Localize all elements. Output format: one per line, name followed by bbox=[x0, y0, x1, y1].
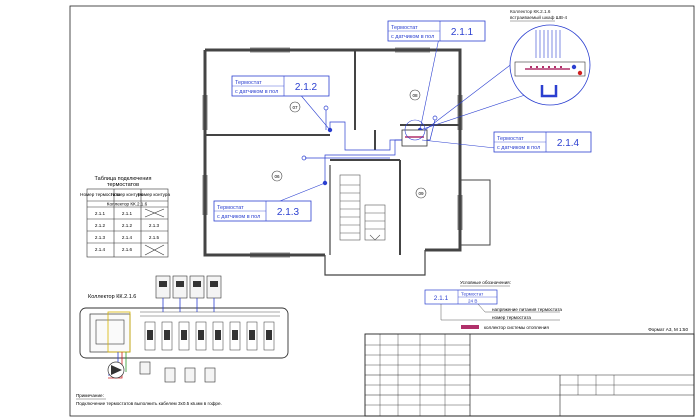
note: Примечание: Подключение термостатов выпо… bbox=[76, 393, 222, 406]
table-header: Номер термостата bbox=[80, 192, 120, 197]
legend-sample-voltage: 24 В bbox=[468, 299, 477, 304]
table-cell: 2.1.2 bbox=[95, 223, 106, 228]
floor-sensor-icon bbox=[323, 105, 329, 111]
callout-title: Термостат bbox=[235, 80, 262, 86]
legend-item-collector: коллектор системы отопления bbox=[484, 325, 549, 330]
legend-sample-title: Термостат bbox=[461, 292, 484, 297]
table-cell: 2.1.3 bbox=[149, 223, 160, 228]
note-text: Подключение термостатов выполнить кабеле… bbox=[76, 401, 222, 406]
room-marker bbox=[409, 89, 421, 101]
room-label: 07 bbox=[292, 105, 298, 110]
table-subheader: Коллектор КК.2.1.6 bbox=[107, 202, 148, 207]
callout-title: Термостат bbox=[217, 205, 244, 211]
sheet-format: Формат А3, М 1:50 bbox=[648, 327, 688, 332]
callout-number: 2.1.2 bbox=[295, 82, 318, 93]
callout-number: 2.1.3 bbox=[277, 207, 300, 218]
legend-item-number: номер термостата bbox=[492, 315, 531, 320]
panel-label: Коллектор КК.2.1.6 bbox=[88, 294, 136, 300]
collector-detail: Коллектор КК.2.1.6 встраиваемый шкаф ШВ-… bbox=[509, 9, 591, 106]
collector-note-line2: встраиваемый шкаф ШВ-4 bbox=[510, 14, 567, 20]
legend-item-voltage: напряжение питания термостата bbox=[492, 307, 562, 312]
callout-subtitle: с датчиком в пол bbox=[497, 145, 540, 151]
room-label: 09 bbox=[418, 191, 424, 196]
table-title-line1: Таблица подключения bbox=[95, 176, 152, 182]
table-cell: 2.1.2 bbox=[122, 223, 133, 228]
collector-cabinet bbox=[401, 119, 428, 147]
table-cell: 2.1.6 bbox=[122, 247, 133, 252]
legend-title: Условные обозначения: bbox=[460, 280, 511, 285]
table-header: Номер контура bbox=[138, 192, 171, 197]
room-label: 08 bbox=[412, 93, 418, 98]
callout-subtitle: с датчиком в пол bbox=[391, 34, 434, 40]
callout-2-1-1: Термостат с датчиком в пол 2.1.1 bbox=[387, 20, 486, 42]
table-cell: 2.1.1 bbox=[122, 211, 133, 216]
callout-subtitle: с датчиком в пол bbox=[235, 89, 278, 95]
title-block bbox=[364, 333, 695, 417]
callout-number: 2.1.1 bbox=[451, 27, 474, 38]
floor-plan bbox=[202, 47, 491, 276]
room-label: 06 bbox=[274, 174, 280, 179]
table-cell: 2.1.4 bbox=[122, 235, 133, 240]
table-cell: 2.1.1 bbox=[95, 211, 106, 216]
room-marker bbox=[271, 170, 283, 182]
table-cell: 2.1.5 bbox=[149, 235, 160, 240]
wiring-panel: Коллектор КК.2.1.6 bbox=[79, 275, 289, 383]
floor-sensor-icon bbox=[432, 115, 438, 121]
table-cell: 2.1.4 bbox=[95, 247, 106, 252]
callout-number: 2.1.4 bbox=[557, 138, 580, 149]
collector-note-line1: Коллектор КК.2.1.6 bbox=[510, 9, 551, 14]
room-marker bbox=[289, 101, 301, 113]
room-marker bbox=[415, 187, 427, 199]
legend-sample-number: 2.1.1 bbox=[434, 295, 449, 302]
room-markers: 07 08 06 09 bbox=[271, 89, 427, 199]
table-cell: 2.1.3 bbox=[95, 235, 106, 240]
callout-2-1-2: Термостат с датчиком в пол 2.1.2 bbox=[231, 75, 330, 97]
table-header: Номер контура bbox=[111, 192, 144, 197]
callout-2-1-4: Термостат с датчиком в пол 2.1.4 bbox=[493, 131, 592, 153]
callout-2-1-3: Термостат с датчиком в пол 2.1.3 bbox=[213, 200, 312, 222]
floor-sensor-icon bbox=[301, 155, 307, 161]
legend: Условные обозначения: 2.1.1 Термостат 24… bbox=[424, 280, 562, 330]
collector-legend-icon bbox=[461, 325, 479, 329]
connection-table: Таблица подключения термостатов Номер те… bbox=[80, 176, 171, 258]
note-title: Примечание: bbox=[76, 393, 104, 398]
thermostat-cables bbox=[305, 110, 436, 183]
callout-title: Термостат bbox=[497, 136, 524, 142]
callout-title: Термостат bbox=[391, 25, 418, 31]
table-title-line2: термостатов bbox=[107, 182, 139, 188]
callout-subtitle: с датчиком в пол bbox=[217, 214, 260, 220]
